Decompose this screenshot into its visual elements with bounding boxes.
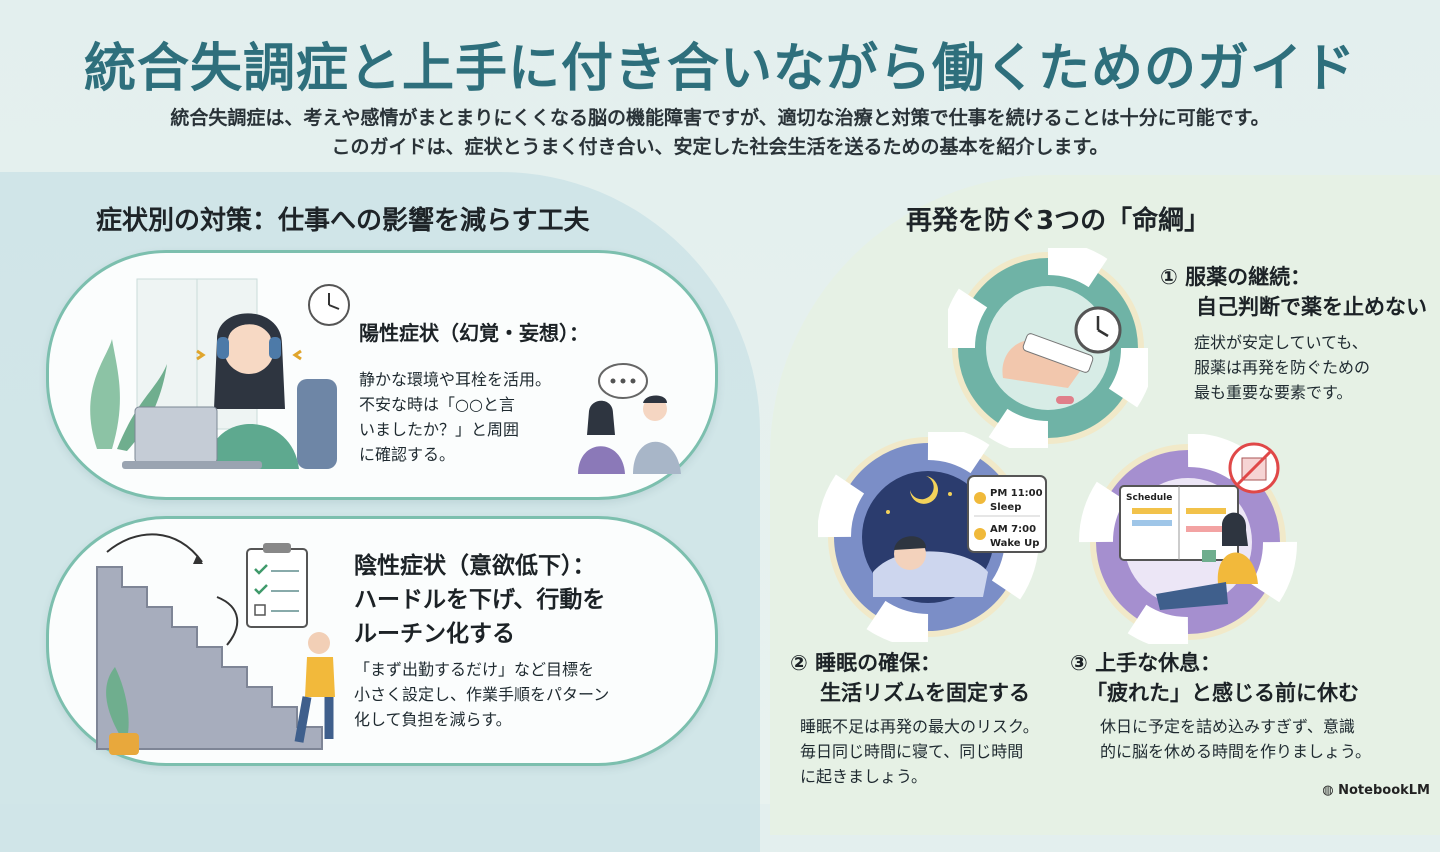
notebooklm-logo-icon: ◍	[1322, 783, 1334, 798]
stairs-illustration	[96, 533, 335, 755]
medication-body: 症状が安定していても、 服薬は再発を防ぐための 最も重要な要素です。	[1194, 330, 1370, 405]
rest-body-line: 的に脳を休める時間を作りましょう。	[1100, 742, 1372, 761]
positive-symptom-body: 静かな環境や耳栓を活用。 不安な時は「○○と言 いましたか？」と周囲 に確認する…	[359, 367, 551, 467]
sleep-schedule-card	[967, 475, 1047, 553]
positive-body-line: いましたか？」と周囲	[359, 420, 520, 439]
svg-text:Wake Up: Wake Up	[990, 538, 1039, 549]
sleep-title-line: ② 睡眠の確保：	[790, 651, 942, 675]
subtitle-line-2: このガイドは、症状とうまく付き合い、安定した社会生活を送るための基本を紹介します…	[331, 136, 1109, 158]
negative-body-line: 「まず出勤するだけ」など目標を	[354, 660, 595, 679]
branding-text: NotebookLM	[1338, 783, 1430, 798]
svg-text:PM 11:00: PM 11:00	[990, 488, 1043, 499]
sleep-body-line: 毎日同じ時間に寝て、同じ時間	[800, 742, 1024, 761]
svg-text:AM 7:00: AM 7:00	[990, 524, 1036, 535]
rest-body-line: 休日に予定を詰め込みすぎず、意識	[1100, 717, 1355, 736]
positive-symptom-card: 陽性症状（幻覚・妄想）： 静かな環境や耳栓を活用。 不安な時は「○○と言 いまし…	[46, 250, 718, 500]
positive-body-line: に確認する。	[359, 445, 456, 464]
sleep-title: ② 睡眠の確保： 生活リズムを固定する	[790, 648, 1030, 708]
rest-title-line: 「疲れた」と感じる前に休む	[1086, 681, 1359, 705]
rest-title: ③ 上手な休息： 「疲れた」と感じる前に休む	[1070, 648, 1359, 708]
person-with-headphones-illustration	[90, 278, 350, 469]
medication-title-line: 自己判断で薬を止めない	[1196, 295, 1427, 319]
moon-icon	[910, 476, 938, 504]
sleep-lifebuoy-illustration: PM 11:00 Sleep AM 7:00 Wake Up	[818, 432, 1047, 642]
negative-symptom-title: 陰性症状（意欲低下）： ハードルを下げ、行動を ルーチン化する	[354, 549, 605, 651]
medication-body-line: 服薬は再発を防ぐための	[1194, 358, 1371, 377]
medication-body-line: 最も重要な要素です。	[1194, 383, 1353, 402]
sleep-body: 睡眠不足は再発の最大のリスク。 毎日同じ時間に寝て、同じ時間 に起きましょう。	[800, 714, 1039, 789]
positive-symptom-title: 陽性症状（幻覚・妄想）：	[359, 321, 589, 345]
negative-symptom-card: 陰性症状（意欲低下）： ハードルを下げ、行動を ルーチン化する 「まず出勤するだ…	[46, 516, 718, 766]
left-section-heading: 症状別の対策：仕事への影響を減らす工夫	[96, 206, 590, 236]
rest-body: 休日に予定を詰め込みすぎず、意識 的に脳を休める時間を作りましょう。	[1100, 714, 1371, 764]
sleep-body-line: 睡眠不足は再発の最大のリスク。	[800, 717, 1039, 736]
rest-title-line: ③ 上手な休息：	[1070, 651, 1222, 675]
medication-lifebuoy-illustration	[948, 248, 1148, 448]
negative-title-line: ハードルを下げ、行動を	[354, 587, 606, 613]
svg-text:Sleep: Sleep	[990, 502, 1021, 513]
right-section-heading: 再発を防ぐ3つの「命綱」	[906, 206, 1211, 236]
sleep-body-line: に起きましょう。	[800, 767, 928, 786]
negative-title-line: ルーチン化する	[354, 621, 515, 647]
negative-body-line: 化して負担を減らす。	[354, 710, 512, 729]
medication-title: ① 服薬の継続： 自己判断で薬を止めない	[1160, 262, 1427, 322]
conversation-illustration	[578, 363, 681, 474]
medication-title-line: ① 服薬の継続：	[1160, 265, 1312, 289]
positive-body-line: 静かな環境や耳栓を活用。	[359, 370, 552, 389]
negative-body-line: 小さく設定し、作業手順をパターン	[354, 685, 610, 704]
negative-title-line: 陰性症状（意欲低下）：	[354, 553, 596, 579]
hand-icon	[1002, 339, 1088, 388]
subtitle-line-1: 統合失調症は、考えや感情がまとまりにくくなる脳の機能障害ですが、適切な治療と対策…	[170, 107, 1270, 129]
rest-lifebuoy-illustration: Schedule	[1079, 434, 1297, 644]
svg-text:Schedule: Schedule	[1126, 493, 1172, 503]
notebooklm-branding: ◍ NotebookLM	[1322, 783, 1430, 798]
sleep-title-line: 生活リズムを固定する	[820, 681, 1030, 705]
positive-body-line: 不安な時は「○○と言	[359, 395, 515, 414]
page-title: 統合失調症と上手に付き合いながら働くためのガイド	[83, 39, 1356, 99]
medication-body-line: 症状が安定していても、	[1194, 333, 1368, 352]
negative-symptom-body: 「まず出勤するだけ」など目標を 小さく設定し、作業手順をパターン 化して負担を減…	[354, 657, 609, 732]
pill-case-icon	[1022, 333, 1094, 373]
